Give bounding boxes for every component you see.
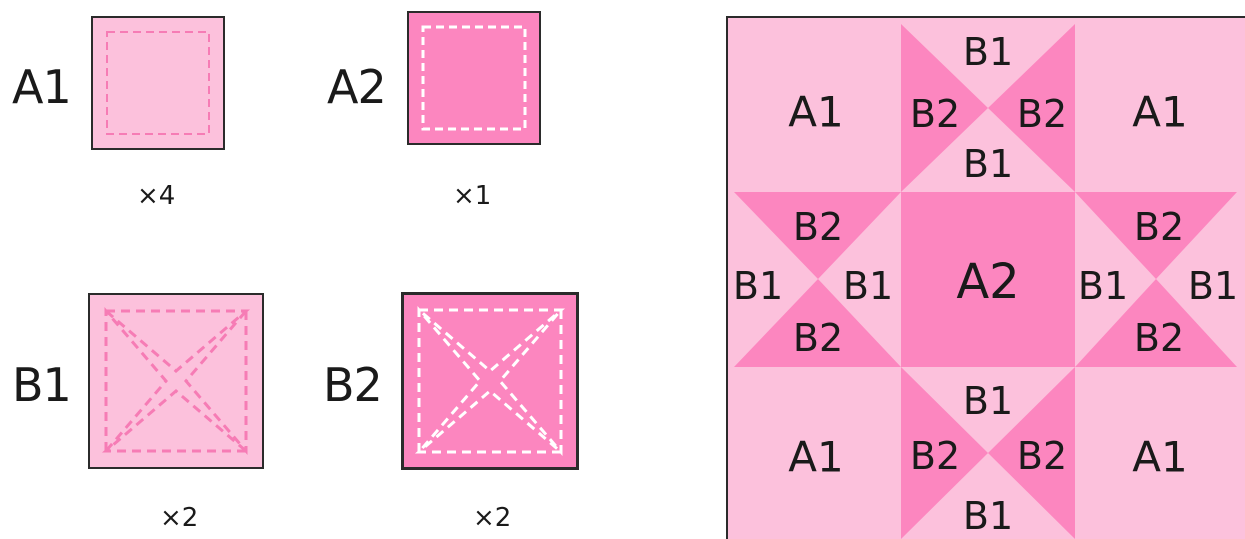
block-cell-a2-center [901,192,1075,367]
block-label-b1: B1 [963,30,1013,74]
block-label-b2: B2 [910,434,960,478]
piece-swatch-a1 [91,16,225,150]
block-tri-b2 [988,24,1075,192]
block-tri-b2 [1075,279,1237,367]
block-label-b2: B2 [1017,434,1067,478]
block-label-b1: B1 [733,264,783,308]
block-label-b1: B1 [843,264,893,308]
block-tri-b2 [734,192,901,279]
piece-swatch-a2 [407,11,541,145]
block-label-b2: B2 [910,92,960,136]
block-label-b1: B1 [1078,264,1128,308]
block-label-b2: B2 [1134,205,1184,249]
piece-count-a2: ×1 [453,181,492,211]
block-tri-b2 [1075,192,1237,279]
block-cell-a1-top-right [1075,16,1245,192]
block-tri-b2 [988,367,1075,539]
piece-label-a1: A1 [12,60,72,114]
block-tri-b2 [734,279,901,367]
block-label-b2: B2 [793,316,843,360]
block-cell-a1-bottom-left [726,367,901,539]
piece-label-a2: A2 [327,60,387,114]
block-label-b2: B2 [793,205,843,249]
block-cell-a1-bottom-right [1075,367,1245,539]
block-label-a1: A1 [1132,433,1187,482]
block-label-b1: B1 [1188,264,1238,308]
block-label-a2: A2 [956,254,1019,310]
piece-label-b1: B1 [12,358,72,412]
block-cell-a1-top-left [726,16,901,192]
block-label-b1: B1 [963,379,1013,423]
block-tri-b2 [901,24,988,192]
block-label-b2: B2 [1017,92,1067,136]
block-label-b2: B2 [1134,316,1184,360]
piece-swatch-b1 [88,293,264,469]
block-label-a1: A1 [788,88,843,137]
block-tri-b2 [901,367,988,539]
piece-count-b2: ×2 [473,503,512,533]
block-label-a1: A1 [788,433,843,482]
block-label-b1: B1 [963,142,1013,186]
piece-count-a1: ×4 [137,181,176,211]
piece-count-b1: ×2 [160,503,199,533]
block-label-a1: A1 [1132,88,1187,137]
quilt-block-diagram: A1 A1 A1 A1 A2 B1 B2 B2 B1 B2 B1 B1 B2 B… [726,16,1245,539]
piece-label-b2: B2 [323,358,383,412]
block-label-b1: B1 [963,494,1013,538]
piece-swatch-b2 [401,292,579,470]
